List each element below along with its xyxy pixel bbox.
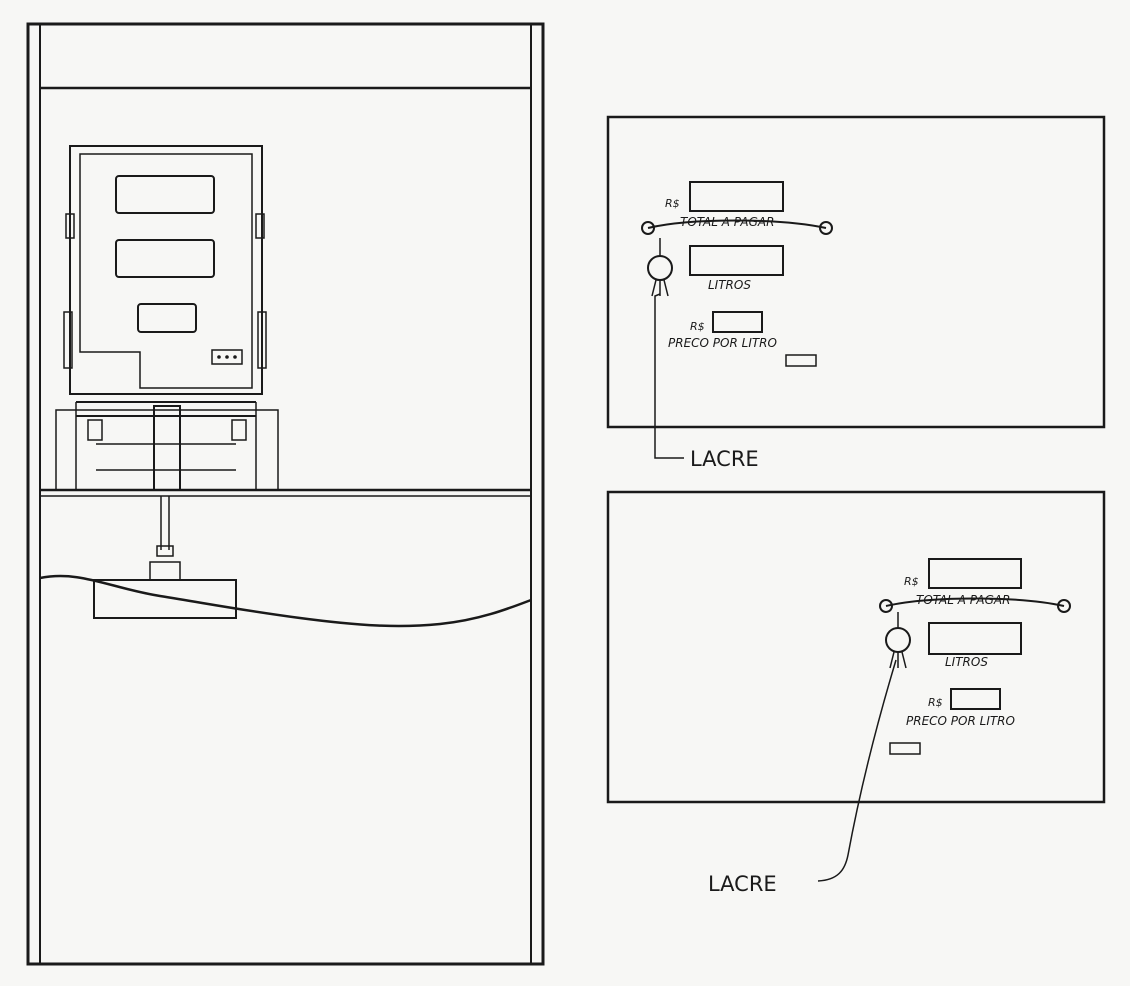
- panel-border-bottom: [606, 490, 1106, 804]
- seal-screw-left: [879, 599, 893, 613]
- seal-leader-line: [817, 659, 897, 882]
- currency-price-label: R$: [928, 696, 943, 709]
- meter-keypad: [211, 349, 243, 365]
- seal-icon: [647, 255, 673, 281]
- cabinet-elevation: [26, 22, 545, 966]
- currency-total-label: R$: [665, 197, 680, 210]
- keypad-slot: [889, 742, 921, 755]
- pump-base: [93, 496, 237, 619]
- total-label: TOTAL A PAGAR: [680, 215, 774, 229]
- price-label: PRECO POR LITRO: [668, 336, 777, 350]
- break-line: [39, 574, 532, 628]
- seal-callout: LACRE: [690, 447, 759, 471]
- seal-wire: [647, 219, 827, 229]
- currency-total-label: R$: [904, 575, 919, 588]
- seal-screw-right: [1057, 599, 1071, 613]
- price-display: [712, 311, 763, 333]
- liters-display: [689, 245, 784, 276]
- total-display: [928, 558, 1022, 589]
- display-panel-top: R$ TOTAL A PAGAR LITROS R$ PRECO POR LIT…: [606, 115, 1106, 471]
- total-label: TOTAL A PAGAR: [916, 593, 1010, 607]
- panel-border-top: [606, 115, 1106, 429]
- seal-leader-line: [654, 293, 684, 459]
- keypad-slot: [785, 354, 817, 367]
- seal-screw-right: [819, 221, 833, 235]
- price-label: PRECO POR LITRO: [906, 714, 1015, 728]
- price-display: [950, 688, 1001, 710]
- liters-display: [928, 622, 1022, 655]
- seal-callout: LACRE: [708, 872, 777, 896]
- meter-head: [63, 145, 267, 395]
- currency-price-label: R$: [690, 320, 705, 333]
- total-display: [689, 181, 784, 212]
- display-panel-bottom: R$ TOTAL A PAGAR LITROS R$ PRECO POR LIT…: [606, 490, 1106, 896]
- seal-screw-left: [641, 221, 655, 235]
- seal-wire: [885, 597, 1065, 607]
- liters-label: LITROS: [945, 655, 988, 669]
- meter-support: [55, 401, 279, 491]
- meter-display-price: [137, 303, 197, 333]
- meter-display-liters: [115, 239, 215, 278]
- liters-label: LITROS: [708, 278, 751, 292]
- meter-display-total: [115, 175, 215, 214]
- seal-icon: [885, 627, 911, 653]
- cabinet-frame: [26, 22, 545, 966]
